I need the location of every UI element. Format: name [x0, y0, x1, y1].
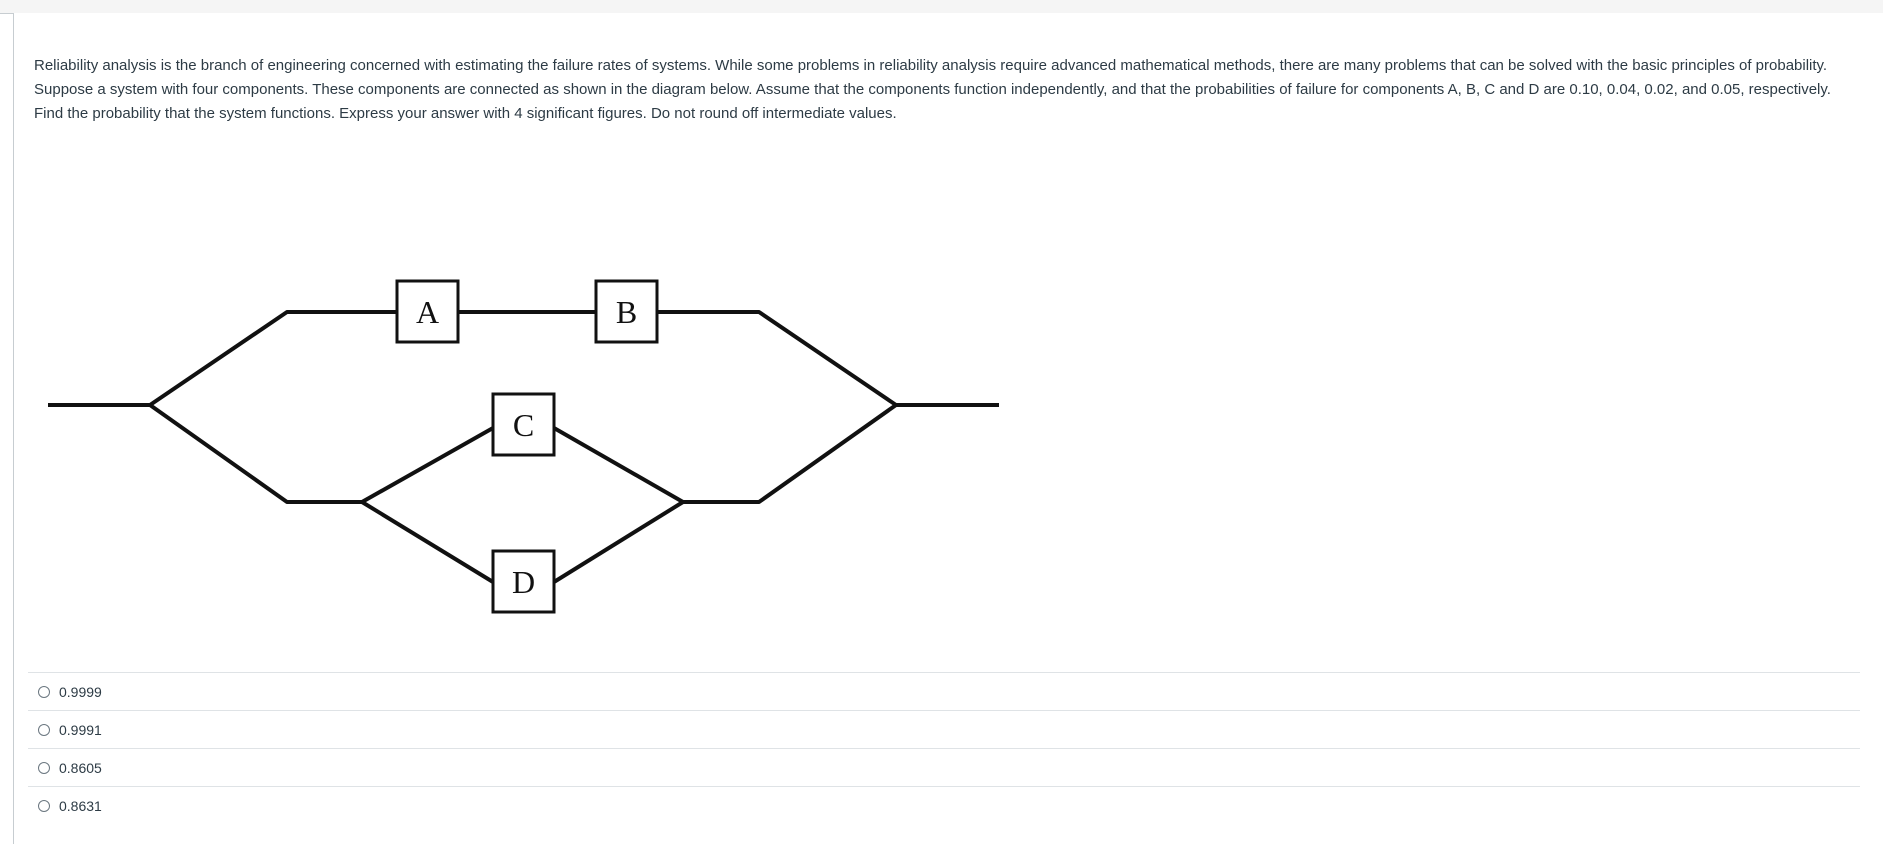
lower-right-wire: [683, 403, 898, 504]
answer-options: 0.9999 0.9991 0.8605 0.8631: [28, 672, 1860, 824]
component-a: A: [395, 279, 460, 344]
reliability-diagram: A B C D: [48, 279, 999, 614]
radio-button[interactable]: [38, 685, 50, 698]
answer-option-2[interactable]: 0.9991: [28, 710, 1860, 748]
lower-left-wire: [148, 403, 362, 504]
component-c: C: [491, 392, 556, 457]
answer-option-3[interactable]: 0.8605: [28, 748, 1860, 786]
component-d-label: D: [512, 564, 535, 600]
c-in-wire: [361, 426, 494, 504]
component-b-label: B: [616, 294, 637, 330]
c-out-wire: [553, 426, 684, 504]
component-b: B: [594, 279, 659, 344]
answer-label: 0.8631: [59, 797, 102, 814]
top-bar: [0, 0, 1883, 14]
component-c-label: C: [513, 407, 534, 443]
d-in-wire: [360, 500, 495, 584]
radio-button[interactable]: [38, 761, 50, 774]
answer-label: 0.9999: [59, 683, 102, 700]
radio-button[interactable]: [38, 799, 50, 812]
answer-label: 0.8605: [59, 759, 102, 776]
upper-path-wire: [148, 310, 397, 407]
answer-option-4[interactable]: 0.8631: [28, 786, 1860, 824]
answer-label: 0.9991: [59, 721, 102, 738]
component-d: D: [491, 549, 556, 614]
question-text: Reliability analysis is the branch of en…: [34, 57, 1831, 122]
component-a-label: A: [416, 294, 439, 330]
upper-right-wire: [657, 310, 898, 407]
answer-option-1[interactable]: 0.9999: [28, 672, 1860, 710]
d-out-wire: [552, 500, 685, 584]
radio-button[interactable]: [38, 723, 50, 736]
question-card: [13, 13, 1883, 844]
